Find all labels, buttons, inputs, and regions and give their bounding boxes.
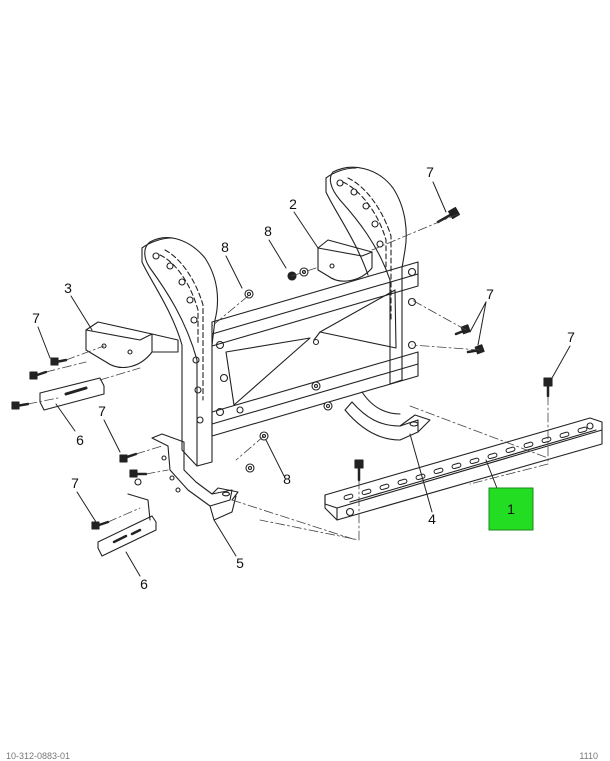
callout-6-label[interactable]: 6 xyxy=(140,576,148,592)
callout-6-label[interactable]: 6 xyxy=(76,432,84,448)
callout-labels: 2 3 4 5 6 6 7 7 7 7 7 7 8 8 8 xyxy=(32,164,575,592)
callout-8-label[interactable]: 8 xyxy=(264,223,272,239)
plate-part-6-upper xyxy=(39,377,105,411)
callout-7-label[interactable]: 7 xyxy=(98,403,106,419)
revision-code: 1110 xyxy=(579,751,598,761)
callout-7-label[interactable]: 7 xyxy=(567,329,575,345)
left-upright-bracket xyxy=(141,237,219,467)
plate-part-6-lower xyxy=(97,478,157,557)
callout-4-label[interactable]: 4 xyxy=(428,511,436,527)
rail-part-1 xyxy=(324,417,603,521)
bracket-part-2 xyxy=(317,239,373,282)
callout-3-label[interactable]: 3 xyxy=(64,280,72,296)
callout-7-label[interactable]: 7 xyxy=(486,286,494,302)
nut-icons xyxy=(244,267,333,473)
callout-8-label[interactable]: 8 xyxy=(283,471,291,487)
leader-lines xyxy=(37,181,571,577)
cross-frame xyxy=(211,261,419,437)
callout-7-label[interactable]: 7 xyxy=(32,310,40,326)
callout-1-label: 1 xyxy=(507,501,515,517)
bracket-part-5 xyxy=(151,433,239,521)
callout-2-label[interactable]: 2 xyxy=(289,196,297,212)
callout-7-label[interactable]: 7 xyxy=(71,475,79,491)
callout-7-label[interactable]: 7 xyxy=(426,164,434,180)
callout-8-label[interactable]: 8 xyxy=(221,239,229,255)
drawing-number: 10-312-0883-01 xyxy=(6,751,71,761)
bracket-part-3 xyxy=(85,321,179,368)
alignment-lines xyxy=(27,213,549,541)
callout-5-label[interactable]: 5 xyxy=(236,555,244,571)
bracket-part-4 xyxy=(344,391,431,441)
bolt-icons xyxy=(11,206,553,530)
right-upright-bracket xyxy=(325,166,407,385)
callout-1-highlight[interactable]: 1 xyxy=(488,487,534,531)
